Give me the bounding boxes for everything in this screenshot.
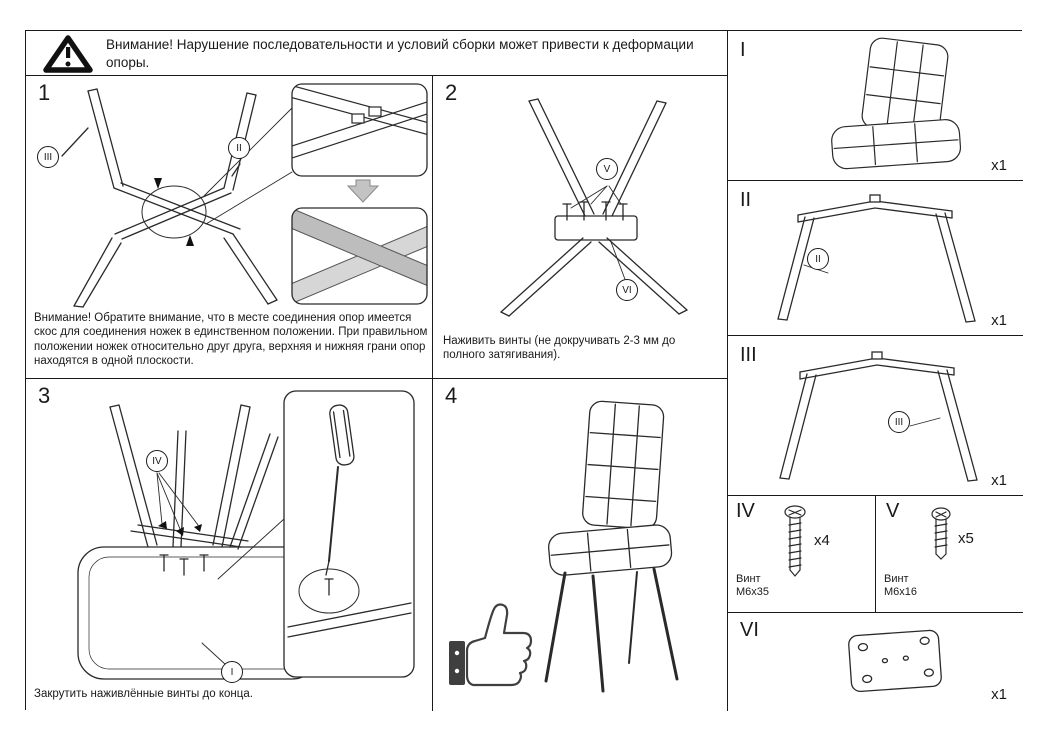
- part-count: x4: [814, 532, 830, 549]
- arrow-down-marker: [154, 178, 162, 189]
- step-3-panel: 3: [26, 379, 433, 711]
- arrow-up-marker: [186, 235, 194, 246]
- step-number: 3: [38, 383, 51, 408]
- joint-detail-inset-top: [291, 83, 428, 177]
- part-label: VI: [740, 619, 759, 641]
- callout-iv: IV: [146, 450, 168, 472]
- callout-vi: VI: [616, 279, 638, 301]
- part-iii-panel: III III x1: [728, 336, 1023, 496]
- transform-arrow-icon: [346, 179, 380, 203]
- part-label: I: [740, 39, 746, 61]
- part-label: IV: [736, 500, 755, 522]
- part-ii-panel: II II x1: [728, 181, 1023, 336]
- warning-banner: Внимание! Нарушение последовательности и…: [26, 31, 728, 76]
- step-1-note: Внимание! Обратите внимание, что в месте…: [34, 312, 428, 368]
- step-2-note: Наживить винты (не докручивать 2-3 мм до…: [443, 335, 676, 362]
- step-4-diagram: [449, 400, 679, 693]
- joint-detail-inset-bottom: [291, 207, 428, 305]
- part-count: x1: [991, 686, 1007, 703]
- step-1-panel: 1: [26, 76, 433, 379]
- sheet-border: Внимание! Нарушение последовательности и…: [25, 30, 1023, 711]
- step-1-diagram: [61, 83, 428, 308]
- callout-v: V: [596, 158, 618, 180]
- part-count: x1: [991, 157, 1007, 174]
- seat-part-icon: [831, 37, 962, 170]
- part-count: x1: [991, 312, 1007, 329]
- callout-i: I: [221, 661, 243, 683]
- part-name-line: Винт: [884, 572, 909, 585]
- thumbs-up-icon: [449, 603, 533, 687]
- screw-m6x16-icon: [931, 507, 951, 560]
- part-spec-line: М6х16: [884, 586, 918, 599]
- part-label: III: [740, 344, 757, 366]
- crossed-legs-drawing: [61, 88, 293, 308]
- callout-ii: II: [807, 248, 829, 270]
- part-name: Винт М6х16: [884, 573, 917, 601]
- part-name: Винт М6х35: [736, 573, 769, 601]
- step-2-diagram: [500, 98, 688, 317]
- inverted-seat-drawing: [77, 546, 319, 680]
- part-label: V: [886, 500, 900, 522]
- assembled-chair-drawing: [544, 400, 679, 693]
- step-4-panel: 4: [433, 379, 728, 711]
- callout-iii: III: [37, 146, 59, 168]
- part-count: x5: [958, 530, 974, 547]
- part-count: x1: [991, 472, 1007, 489]
- part-spec-line: М6х35: [736, 586, 770, 599]
- part-iv-panel: IV x4 Винт М6х35: [728, 496, 876, 613]
- part-label: II: [740, 189, 752, 211]
- callout-iii: III: [888, 411, 910, 433]
- screwdriver-icon: [287, 404, 412, 638]
- part-v-panel: V x5 Винт М6х16: [876, 496, 1023, 613]
- warning-icon: [43, 35, 93, 73]
- screwdriver-inset: [283, 390, 415, 678]
- step-3-diagram: [77, 390, 415, 680]
- step-number: 1: [38, 80, 51, 105]
- leg-frame-icon: [777, 194, 976, 323]
- step-number: 4: [445, 383, 458, 408]
- step-number: 2: [445, 80, 458, 105]
- mounting-plate-icon: [848, 629, 942, 693]
- callout-ii: II: [228, 137, 250, 159]
- step-2-panel: 2 V VI Наживить винты (не докручивать 2-…: [433, 76, 728, 379]
- screw-m6x35-icon: [784, 505, 806, 577]
- part-name-line: Винт: [736, 572, 761, 585]
- warning-text: Внимание! Нарушение последовательности и…: [106, 37, 694, 70]
- part-vi-panel: VI x1: [728, 613, 1023, 711]
- step-3-note: Закрутить наживлённые винты до конца.: [34, 687, 253, 700]
- part-i-panel: I x1: [728, 31, 1023, 181]
- leg-frame-icon: [779, 351, 978, 482]
